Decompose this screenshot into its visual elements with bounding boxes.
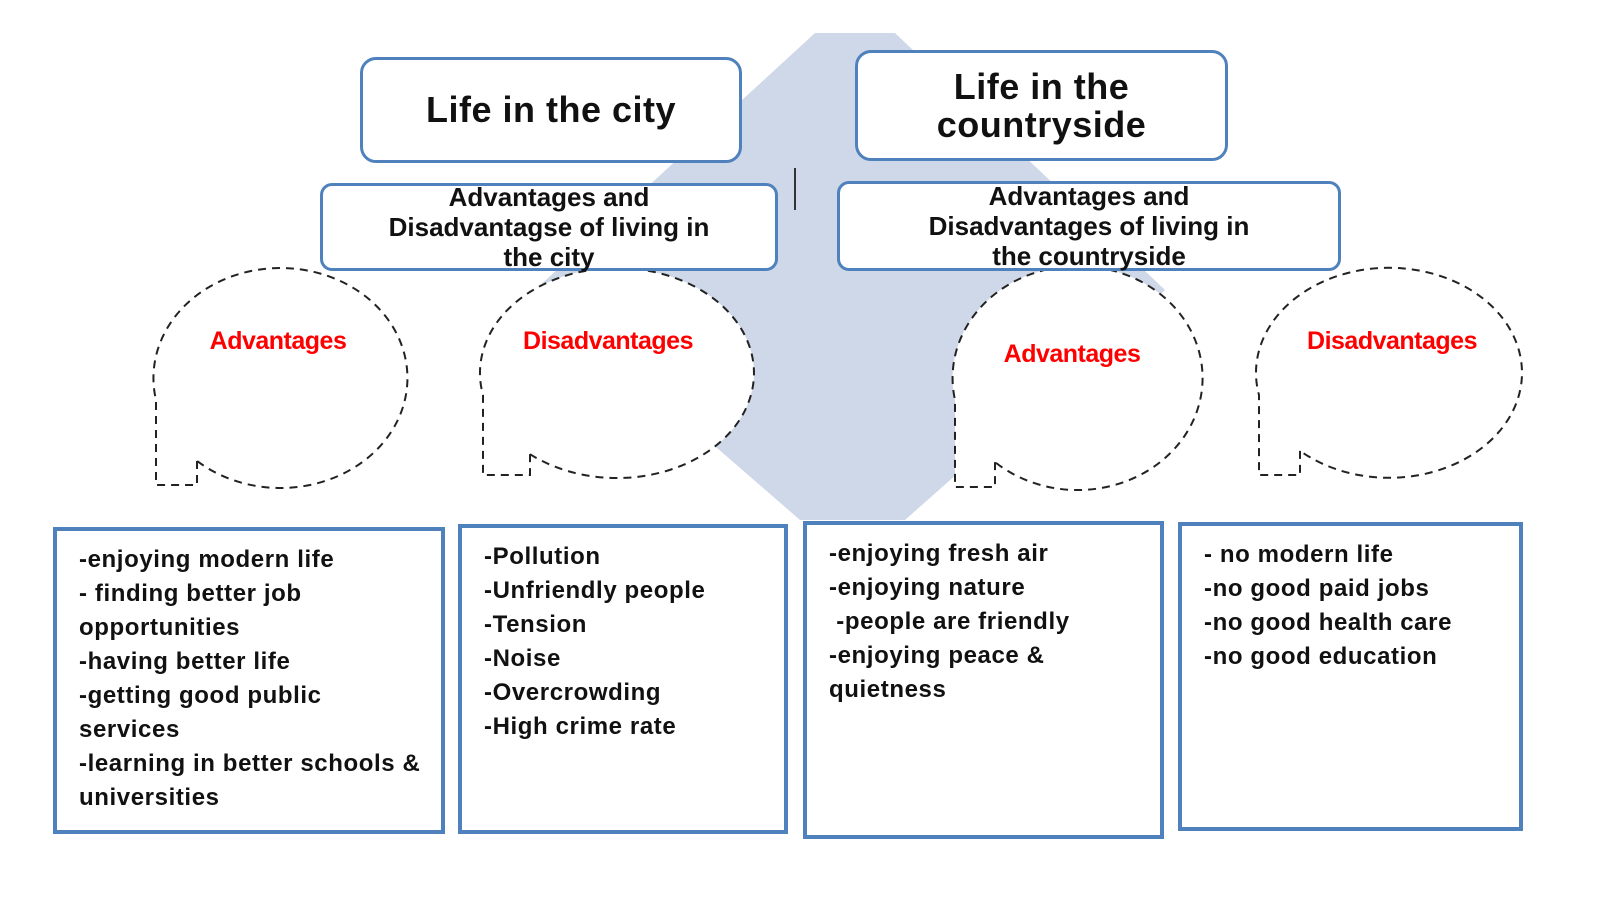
city-disadvantages-bubble	[478, 267, 755, 480]
countryside-title-line: countryside	[936, 103, 1147, 145]
list-item: -people are friendly	[829, 608, 1070, 635]
countryside-advantages-label: Advantages	[1003, 340, 1141, 368]
list-item: -enjoying peace & quietness	[829, 642, 1045, 703]
city-advantages-list: -enjoying modern life - finding better j…	[53, 527, 445, 834]
countryside-disadvantages-list: - no modern life -no good paid jobs -no …	[1178, 522, 1523, 831]
city-subtitle-line: the city	[503, 242, 595, 272]
city-subtitle-line: Advantages and	[448, 182, 650, 212]
city-advantages-label: Advantages	[209, 327, 347, 355]
city-title-box: Life in the city	[360, 57, 742, 163]
list-item: - no modern life	[1204, 541, 1394, 568]
countryside-disadvantages-label: Disadvantages	[1307, 327, 1477, 355]
list-item: -Pollution	[484, 543, 601, 570]
countryside-disadvantages-bubble	[1254, 266, 1523, 479]
list-item: - finding better job opportunities	[79, 580, 302, 641]
city-disadvantages-label: Disadvantages	[523, 327, 693, 355]
list-item: -enjoying nature	[829, 574, 1026, 601]
city-title: Life in the city	[425, 89, 677, 130]
list-item: -Unfriendly people	[484, 577, 706, 604]
list-item: -enjoying modern life	[79, 546, 335, 573]
list-item: -Overcrowding	[484, 679, 662, 706]
list-item: -getting good public services	[79, 682, 322, 743]
city-subtitle-box: Advantages and Disadvantagse of living i…	[320, 182, 778, 272]
countryside-subtitle-line: Advantages and	[988, 181, 1190, 211]
city-subtitle-line: Disadvantagse of living in	[388, 212, 710, 242]
list-item: -Noise	[484, 645, 561, 672]
countryside-title-line: Life in the	[953, 65, 1130, 107]
countryside-advantages-bubble	[951, 265, 1204, 492]
list-item: -having better life	[79, 648, 291, 675]
list-item: -High crime rate	[484, 713, 677, 740]
city-disadvantages-list: -Pollution -Unfriendly people -Tension -…	[458, 524, 788, 834]
city-advantages-bubble	[152, 267, 409, 489]
countryside-subtitle-line: the countryside	[992, 241, 1186, 271]
divider-line	[794, 168, 796, 210]
countryside-subtitle-box: Advantages and Disadvantages of living i…	[837, 181, 1341, 271]
list-item: -enjoying fresh air	[829, 540, 1049, 567]
list-item: -no good paid jobs	[1204, 575, 1430, 602]
countryside-subtitle-line: Disadvantages of living in	[928, 211, 1250, 241]
list-item: -learning in better schools & universiti…	[79, 750, 421, 811]
countryside-title-box: Life in the countryside	[855, 50, 1228, 161]
list-item: -no good education	[1204, 643, 1438, 670]
list-item: -no good health care	[1204, 609, 1453, 636]
countryside-advantages-list: -enjoying fresh air -enjoying nature -pe…	[803, 521, 1164, 839]
list-item: -Tension	[484, 611, 588, 638]
